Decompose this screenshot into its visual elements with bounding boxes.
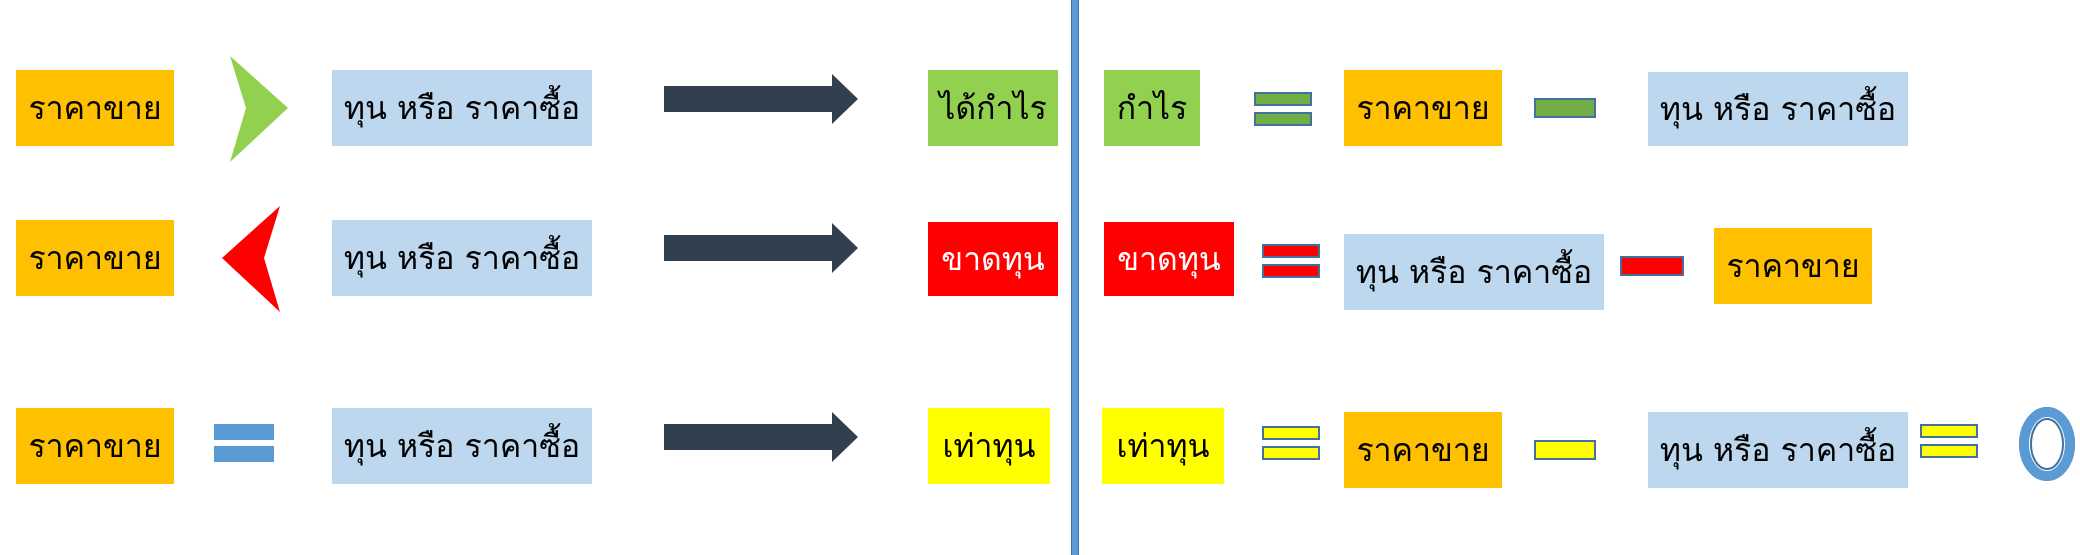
equals-icon	[214, 424, 274, 462]
equals-icon	[1254, 92, 1312, 126]
row2-formula-sell-box: ราคาขาย	[1714, 228, 1872, 304]
equals-icon	[1262, 244, 1320, 278]
less-than-icon	[222, 206, 280, 312]
right-arrow-icon	[664, 412, 858, 462]
right-arrow-icon	[664, 223, 858, 273]
vertical-divider	[1071, 0, 1079, 555]
minus-icon	[1534, 98, 1596, 118]
row2-sell-price-box: ราคาขาย	[16, 220, 174, 296]
zero-text: 0	[2078, 404, 2079, 405]
minus-icon	[1620, 256, 1684, 276]
row3-break-even-box: เท่าทุน	[1102, 408, 1224, 484]
equals-icon	[1262, 426, 1320, 460]
equals-icon	[1920, 424, 1978, 458]
row3-formula-cost-box: ทุน หรือ ราคาซื้อ	[1648, 412, 1908, 488]
right-arrow-icon	[664, 74, 858, 124]
row3-sell-price-box: ราคาขาย	[16, 408, 174, 484]
row2-loss-box: ขาดทุน	[1104, 222, 1234, 296]
row1-cost-box: ทุน หรือ ราคาซื้อ	[332, 70, 592, 146]
row1-sell-price-box: ราคาขาย	[16, 70, 174, 146]
row1-profit-result-box: ได้กำไร	[928, 70, 1058, 146]
row3-formula-sell-box: ราคาขาย	[1344, 412, 1502, 488]
row2-loss-result-box: ขาดทุน	[928, 222, 1058, 296]
row3-cost-box: ทุน หรือ ราคาซื้อ	[332, 408, 592, 484]
greater-than-icon	[230, 56, 288, 162]
row2-cost-box: ทุน หรือ ราคาซื้อ	[332, 220, 592, 296]
row2-formula-cost-box: ทุน หรือ ราคาซื้อ	[1344, 234, 1604, 310]
minus-icon	[1534, 440, 1596, 460]
zero-icon: 0	[2016, 404, 2078, 484]
row1-formula-cost-box: ทุน หรือ ราคาซื้อ	[1648, 72, 1908, 146]
row1-formula-sell-box: ราคาขาย	[1344, 70, 1502, 146]
row1-profit-box: กำไร	[1104, 70, 1200, 146]
row3-break-even-result-box: เท่าทุน	[928, 408, 1050, 484]
